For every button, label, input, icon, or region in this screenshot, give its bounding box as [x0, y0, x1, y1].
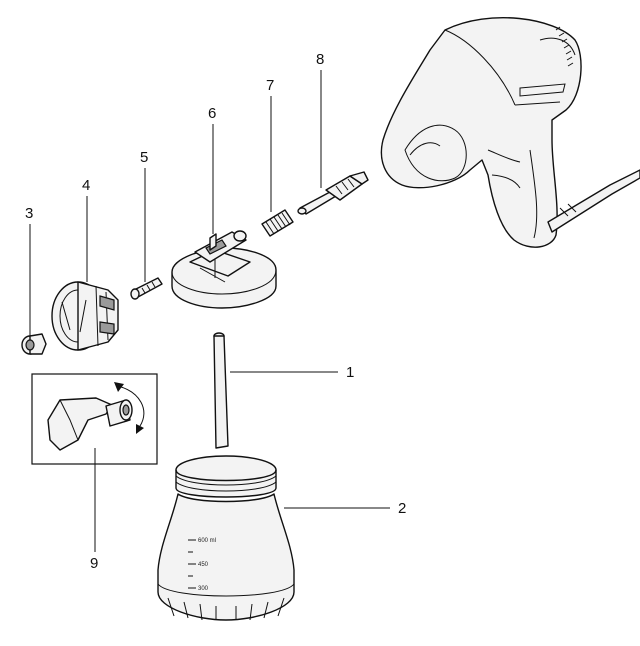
- part-2-paint-container: 600 ml 450 300: [157, 455, 295, 621]
- rotation-arrow-head-top: [114, 382, 124, 392]
- callout-9: 9: [90, 555, 98, 572]
- part-3-nozzle: [21, 333, 47, 355]
- callout-6: 6: [208, 105, 216, 122]
- part-1-suction-tube: [213, 332, 229, 449]
- part-9-inset: [31, 373, 158, 465]
- callout-8: 8: [316, 51, 324, 68]
- callout-5: 5: [140, 149, 148, 166]
- callout-7: 7: [266, 77, 274, 94]
- callout-1: 1: [346, 364, 354, 381]
- graduation-300: 300: [198, 586, 209, 592]
- part-7-spring: [261, 209, 294, 237]
- part-6-container-lid: [171, 230, 277, 309]
- spray-gun-body: [380, 16, 640, 248]
- callout-4: 4: [82, 177, 90, 194]
- part-4-air-cap: [51, 281, 119, 351]
- graduation-450: 450: [198, 562, 209, 568]
- callout-3: 3: [25, 205, 33, 222]
- graduation-600-ml: 600 ml: [198, 538, 216, 544]
- rotation-arrow-head-bottom: [136, 424, 144, 434]
- part-5-screw: [130, 277, 163, 300]
- callout-2: 2: [398, 500, 406, 517]
- part-8-valve-needle: [297, 171, 369, 215]
